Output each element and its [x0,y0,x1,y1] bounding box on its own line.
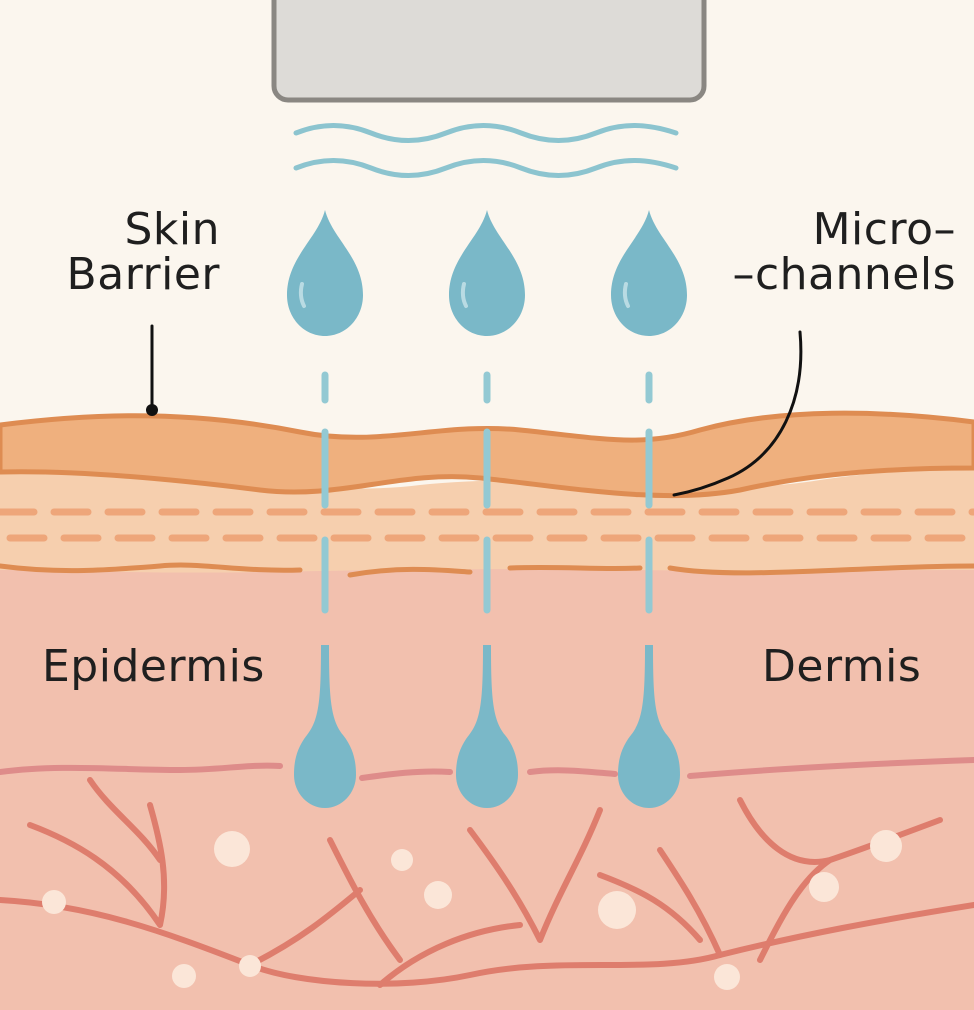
dermis-label: Dermis [762,641,922,692]
epidermis-boundary-line [0,562,974,578]
microchannels-leader-line [672,330,803,497]
skin-barrier-pointer-dot [146,404,158,416]
serum-droplet-icon [456,645,518,808]
serum-droplets-bottom [294,645,680,808]
microchannels [321,371,653,614]
serum-droplets-top [287,210,687,336]
vibration-wave-icon [293,123,679,178]
serum-droplet-icon [287,210,363,336]
skin-barrier-label-line1: Skin [124,204,220,255]
serum-droplet-icon [294,645,356,808]
microchannels-label-line2: –channels [732,248,956,300]
microchannels-label: Micro– –channels [722,204,956,300]
fat-cells [42,830,902,990]
dermis-divider-line [0,757,974,781]
skin-barrier-label: Skin Barrier [58,204,220,300]
epidermis-label: Epidermis [42,641,265,692]
serum-droplet-icon [611,210,687,336]
droplet-highlights [298,282,630,308]
leader-lines [150,324,803,497]
blood-vessel-network [0,777,974,988]
skin-barrier-label-line2: Barrier [66,248,220,300]
serum-droplet-icon [618,645,680,808]
applicator-device [271,0,707,103]
microchannels-label-line1: Micro– [812,204,956,255]
serum-droplet-icon [449,210,525,336]
upper-epidermis-layer [0,468,974,573]
